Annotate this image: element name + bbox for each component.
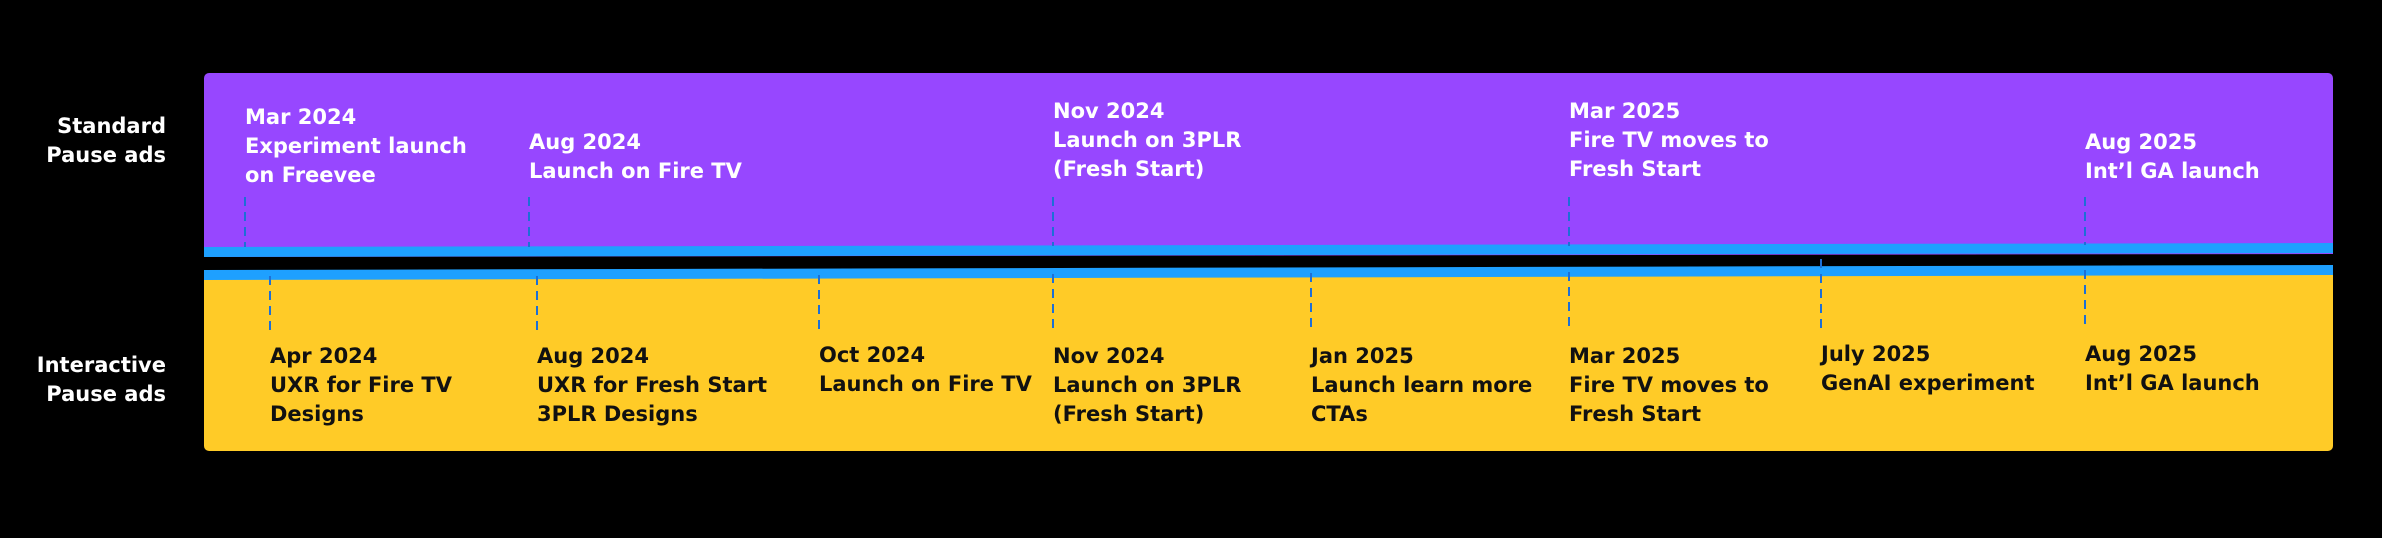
milestone-description-line: Fire TV moves to xyxy=(1569,128,1769,152)
milestone-description-line: (Fresh Start) xyxy=(1053,157,1205,181)
milestone-description-line: Designs xyxy=(270,402,364,426)
standard-row-label-line1: Standard xyxy=(57,114,166,138)
standard-row-label-line2: Pause ads xyxy=(46,143,166,167)
milestone-date: Oct 2024 xyxy=(819,343,926,367)
milestone-description-line: Int’l GA launch xyxy=(2085,371,2260,395)
milestone-description-line: 3PLR Designs xyxy=(537,402,698,426)
milestone-date: Mar 2025 xyxy=(1569,344,1681,368)
milestone-description-line: (Fresh Start) xyxy=(1053,402,1205,426)
interactive-row-label-line2: Pause ads xyxy=(46,382,166,406)
milestone-date: Nov 2024 xyxy=(1053,99,1165,123)
milestone-description-line: Fresh Start xyxy=(1569,157,1702,181)
interactive-pause-ads-band xyxy=(204,270,2333,451)
milestone-description-line: CTAs xyxy=(1311,402,1368,426)
milestone-description-line: Launch on 3PLR xyxy=(1053,128,1242,152)
milestone-date: Apr 2024 xyxy=(270,344,378,368)
milestone-date: Aug 2024 xyxy=(529,130,641,154)
milestone-description-line: Launch on Fire TV xyxy=(529,159,742,183)
milestone-description-line: GenAI experiment xyxy=(1821,371,2035,395)
interactive-row-label-line1: Interactive xyxy=(36,353,166,377)
interactive-row-label: Interactive Pause ads xyxy=(0,351,166,409)
standard-pause-ads-band xyxy=(204,73,2333,261)
milestone-date: Aug 2025 xyxy=(2085,130,2197,154)
milestone-description-line: Experiment launch xyxy=(245,134,467,158)
milestone-description-line: on Freevee xyxy=(245,163,376,187)
milestone-description-line: UXR for Fire TV xyxy=(270,373,452,397)
milestone-description-line: UXR for Fresh Start xyxy=(537,373,768,397)
milestone-description-line: Int’l GA launch xyxy=(2085,159,2260,183)
milestone-date: Mar 2024 xyxy=(245,105,357,129)
milestone-description-line: Launch on Fire TV xyxy=(819,372,1032,396)
milestone-description-line: Launch on 3PLR xyxy=(1053,373,1242,397)
milestone-date: Aug 2025 xyxy=(2085,342,2197,366)
milestone-description-line: Fresh Start xyxy=(1569,402,1702,426)
milestone-description-line: Fire TV moves to xyxy=(1569,373,1769,397)
milestone-date: Aug 2024 xyxy=(537,344,649,368)
milestone-description-line: Launch learn more xyxy=(1311,373,1533,397)
milestone-date: Jan 2025 xyxy=(1311,344,1414,368)
milestone-date: Nov 2024 xyxy=(1053,344,1165,368)
milestone-date: July 2025 xyxy=(1821,342,1931,366)
standard-row-label: Standard Pause ads xyxy=(0,112,166,170)
milestone-date: Mar 2025 xyxy=(1569,99,1681,123)
